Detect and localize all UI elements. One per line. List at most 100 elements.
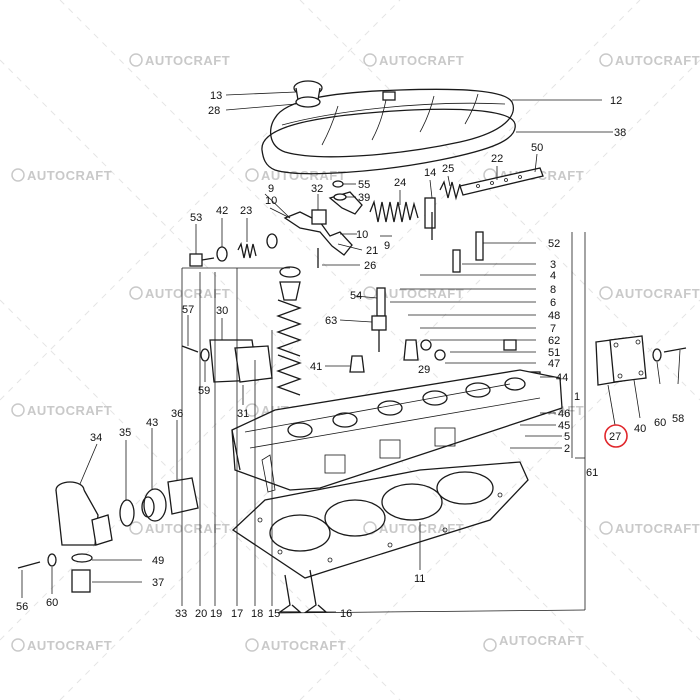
watermark-text: AUTOCRAFT xyxy=(261,168,346,183)
watermark-text: AUTOCRAFT xyxy=(379,286,464,301)
callout-43: 43 xyxy=(146,417,158,429)
watermark-text: AUTOCRAFT xyxy=(615,53,700,68)
callout-42: 42 xyxy=(216,205,228,217)
callout-23: 23 xyxy=(240,205,252,217)
leader-lines xyxy=(21,91,681,614)
washer-39 xyxy=(333,193,347,201)
watermark-logo: AUTOCRAFT xyxy=(363,53,464,68)
washer-60 xyxy=(652,348,662,362)
callout-8: 8 xyxy=(550,284,556,296)
callout-27: 27 xyxy=(609,431,621,443)
callout-18: 18 xyxy=(251,608,263,620)
callout-55: 55 xyxy=(358,179,370,191)
plug-51 xyxy=(503,339,517,351)
side-cover-plate xyxy=(595,335,647,386)
callout-19: 19 xyxy=(210,608,222,620)
callout-30: 30 xyxy=(216,305,228,317)
callout-20: 20 xyxy=(195,608,207,620)
callout-7: 7 xyxy=(550,323,556,335)
water-outlet-elbow xyxy=(55,481,113,546)
valve-cover-gasket xyxy=(261,108,516,175)
callout-21: 21 xyxy=(366,245,378,257)
sensor xyxy=(403,339,419,361)
bolt-56 xyxy=(17,561,41,569)
watermark-text: AUTOCRAFT xyxy=(27,403,112,418)
injector xyxy=(371,287,387,352)
callout-49: 49 xyxy=(152,555,164,567)
callout-60: 60 xyxy=(46,597,58,609)
callout-2: 2 xyxy=(564,443,570,455)
callout-9: 9 xyxy=(384,240,390,252)
callout-10: 10 xyxy=(356,229,368,241)
watermark-logo: AUTOCRAFT xyxy=(599,521,700,536)
callout-45: 45 xyxy=(558,420,570,432)
watermark-logo: AUTOCRAFT xyxy=(129,53,230,68)
thermostat-housing-gasket xyxy=(167,477,199,515)
thermostat xyxy=(141,488,167,522)
watermark-logo: AUTOCRAFT xyxy=(129,521,230,536)
callout-34: 34 xyxy=(90,432,102,444)
callout-17: 17 xyxy=(231,608,243,620)
callout-16: 16 xyxy=(340,608,352,620)
callout-27-highlight xyxy=(604,424,628,448)
watermark-text: AUTOCRAFT xyxy=(27,168,112,183)
push-rod xyxy=(475,231,484,261)
callout-15: 15 xyxy=(268,608,280,620)
callout-59: 59 xyxy=(198,385,210,397)
shaft-support xyxy=(311,209,327,225)
callout-60: 60 xyxy=(654,417,666,429)
watermark-logo: AUTOCRAFT xyxy=(11,638,112,653)
callout-9: 9 xyxy=(268,183,274,195)
rocker-spring xyxy=(369,199,419,223)
watermark-text: AUTOCRAFT xyxy=(145,521,230,536)
temperature-sender xyxy=(71,569,91,593)
sensor-nut xyxy=(420,339,432,351)
callout-54: 54 xyxy=(350,290,362,302)
callout-41: 41 xyxy=(310,361,322,373)
outlet-gasket xyxy=(119,499,135,527)
callout-47: 47 xyxy=(548,358,560,370)
callout-51: 51 xyxy=(548,347,560,359)
watermark-text: AUTOCRAFT xyxy=(145,286,230,301)
watermark-logo: AUTOCRAFT xyxy=(11,168,112,183)
watermark-logo: AUTOCRAFT xyxy=(245,168,346,183)
head-gasket xyxy=(231,461,529,579)
watermark-logo: AUTOCRAFT xyxy=(129,286,230,301)
rocker-shaft xyxy=(439,167,544,201)
callout-39: 39 xyxy=(358,192,370,204)
watermark-text: AUTOCRAFT xyxy=(615,521,700,536)
watermark-group: AUTOCRAFT AUTOCRAFT AUTOCRAFT AUTOCRAFT … xyxy=(11,53,700,653)
callout-24: 24 xyxy=(394,177,406,189)
callout-12: 12 xyxy=(610,95,622,107)
callout-62: 62 xyxy=(548,335,560,347)
callout-52: 52 xyxy=(548,238,560,250)
callout-33: 33 xyxy=(175,608,187,620)
callout-14: 14 xyxy=(424,167,436,179)
callout-22: 22 xyxy=(491,153,503,165)
cylinder-head xyxy=(231,369,563,493)
callout-63: 63 xyxy=(325,315,337,327)
callout-58: 58 xyxy=(672,413,684,425)
watermark-text: AUTOCRAFT xyxy=(499,633,584,648)
callout-6: 6 xyxy=(550,297,556,309)
callout-48: 48 xyxy=(548,310,560,322)
callout-31: 31 xyxy=(237,408,249,420)
valve-spring-assembly xyxy=(276,266,302,396)
washer-60 xyxy=(47,553,57,567)
watermark-logo: AUTOCRAFT xyxy=(11,403,112,418)
washer-59 xyxy=(200,348,210,362)
callout-labels: 13 28 12 38 55 39 32 9 10 24 14 25 22 50… xyxy=(16,90,684,620)
callout-1: 1 xyxy=(574,391,580,403)
bolt-57 xyxy=(181,345,199,353)
valve xyxy=(277,569,328,613)
callout-13: 13 xyxy=(210,90,222,102)
watermark-text: AUTOCRAFT xyxy=(261,638,346,653)
watermark-logo: AUTOCRAFT xyxy=(599,286,700,301)
callout-36: 36 xyxy=(171,408,183,420)
callout-44: 44 xyxy=(556,372,568,384)
push-rod xyxy=(452,249,461,273)
callout-25: 25 xyxy=(442,163,454,175)
watermark-text: AUTOCRAFT xyxy=(379,521,464,536)
shaft-bolt xyxy=(189,233,278,267)
